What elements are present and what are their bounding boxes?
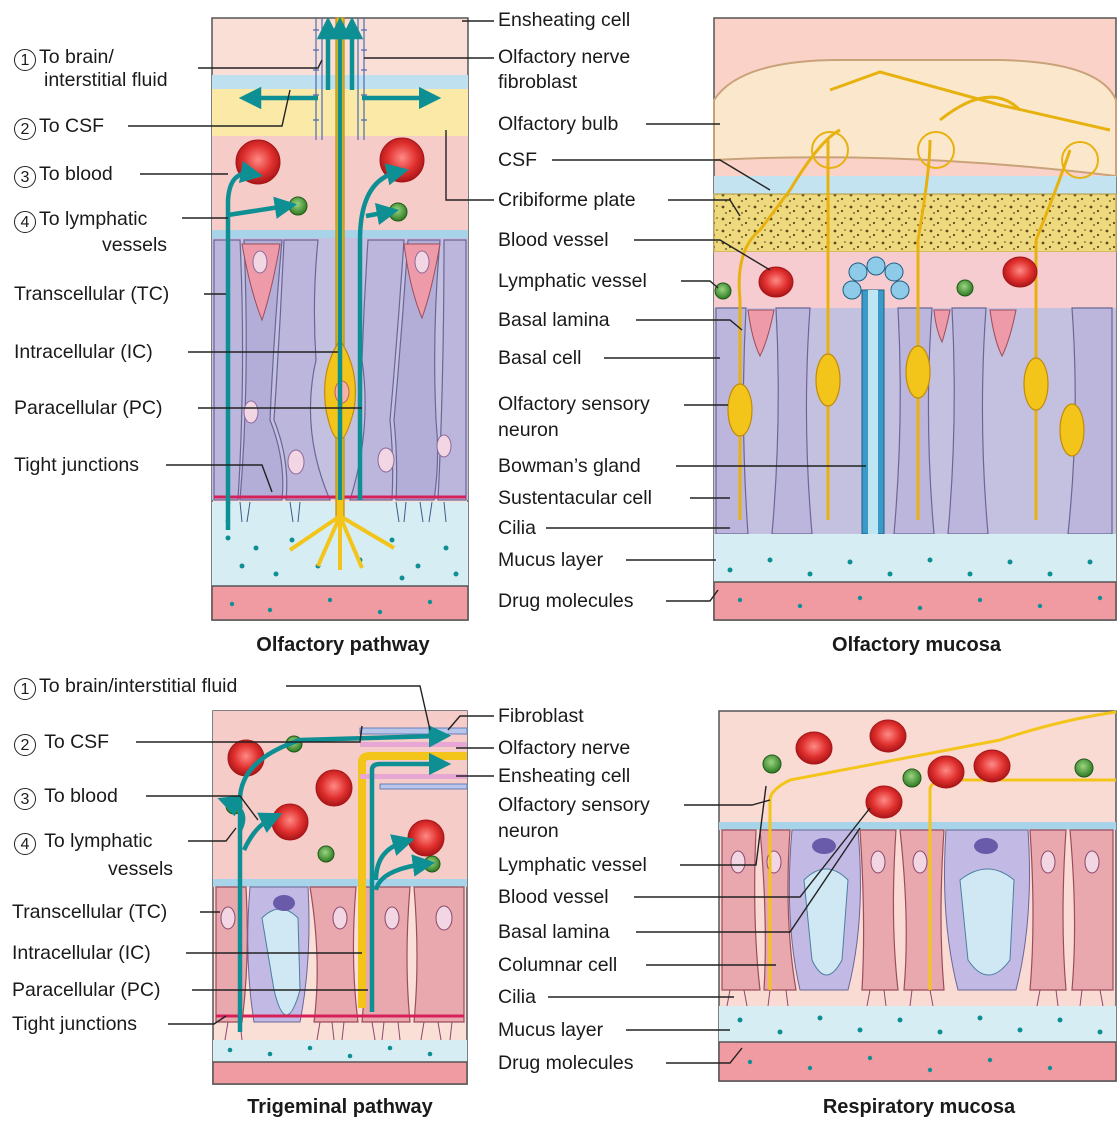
olfactory-pathway-panel	[212, 18, 468, 620]
lymphatic-vessel	[715, 283, 731, 299]
blood-vessel-label: Blood vessel	[498, 229, 609, 251]
transcellular-label: Transcellular (TC)	[14, 283, 169, 305]
olfactory-bulb-label: Olfactory bulb	[498, 113, 618, 135]
mucus-layer-label: Mucus layer	[498, 1019, 603, 1041]
route-number: 1	[14, 678, 36, 700]
olfactory-sensory-neuron-label-line2: neuron	[498, 820, 559, 842]
lymphatic-vessel-label: Lymphatic vessel	[498, 270, 647, 292]
transcellular-label: Transcellular (TC)	[12, 901, 167, 923]
olfactory-mucosa-caption: Olfactory mucosa	[714, 634, 1119, 657]
lymphatic-vessel	[957, 280, 973, 296]
route-number: 4	[14, 833, 36, 855]
route-to-lymphatic-label-line2: vessels	[102, 234, 167, 256]
drug-molecules-label: Drug molecules	[498, 1052, 633, 1074]
basal-cell-label: Basal cell	[498, 347, 581, 369]
route-number: 1	[14, 49, 36, 71]
respiratory-mucosa-caption: Respiratory mucosa	[719, 1096, 1119, 1119]
route-number: 2	[14, 118, 36, 140]
fibroblast-label: fibroblast	[498, 71, 577, 93]
bowmans-gland-label: Bowman’s gland	[498, 455, 641, 477]
fibroblast-label: Fibroblast	[498, 705, 584, 727]
lymphatic-vessel-label: Lymphatic vessel	[498, 854, 647, 876]
cilia-label: Cilia	[498, 517, 536, 539]
olfactory-sensory-neuron-label-line2: neuron	[498, 419, 559, 441]
columnar-cell-label: Columnar cell	[498, 954, 617, 976]
cilia-label: Cilia	[498, 986, 536, 1008]
trigeminal-pathway-panel	[213, 711, 467, 1084]
goblet-nucleus	[273, 895, 295, 911]
route-number: 3	[14, 788, 36, 810]
basal-lamina-label: Basal lamina	[498, 309, 610, 331]
respiratory-mucosa-panel	[719, 711, 1116, 1081]
tight-junctions-label: Tight junctions	[14, 454, 139, 476]
blood-vessel	[1003, 257, 1037, 287]
cribiforme-plate-label: Cribiforme plate	[498, 189, 636, 211]
basal-lamina-label: Basal lamina	[498, 921, 610, 943]
olfactory-sensory-neuron-label: Olfactory sensory	[498, 393, 650, 415]
route-to-brain-label-line2: interstitial fluid	[44, 69, 168, 91]
paracellular-label: Paracellular (PC)	[12, 979, 160, 1001]
lymphatic-vessel	[389, 203, 407, 221]
sustentacular-cell-label: Sustentacular cell	[498, 487, 652, 509]
csf-label: CSF	[498, 149, 537, 171]
blood-vessel-label: Blood vessel	[498, 886, 609, 908]
drug-molecules-label: Drug molecules	[498, 590, 633, 612]
route-to-csf-label: 2 To CSF	[14, 731, 109, 756]
blood-vessel	[236, 140, 280, 184]
ensheating-cell-label: Ensheating cell	[498, 9, 630, 31]
olfactory-nerve-label: Olfactory nerve	[498, 46, 630, 68]
route-number: 2	[14, 734, 36, 756]
olfactory-sensory-neuron-label: Olfactory sensory	[498, 794, 650, 816]
route-number: 3	[14, 166, 36, 188]
olfactory-pathway-caption: Olfactory pathway	[212, 634, 474, 657]
route-to-lymphatic-label: 4 To lymphatic	[14, 830, 152, 855]
blood-vessel	[759, 267, 793, 297]
route-to-blood-label: 3 To blood	[14, 785, 118, 810]
ensheating-cell-label: Ensheating cell	[498, 765, 630, 787]
intracellular-label: Intracellular (IC)	[12, 942, 151, 964]
route-number: 4	[14, 211, 36, 233]
trigeminal-pathway-caption: Trigeminal pathway	[213, 1096, 467, 1119]
olfactory-nerve-label: Olfactory nerve	[498, 737, 630, 759]
route-to-lymphatic-label-line2: vessels	[108, 858, 173, 880]
lymphatic-vessel	[289, 197, 307, 215]
intracellular-label: Intracellular (IC)	[14, 341, 153, 363]
paracellular-label: Paracellular (PC)	[14, 397, 162, 419]
olfactory-mucosa-panel	[714, 18, 1116, 620]
tight-junctions-label: Tight junctions	[12, 1013, 137, 1035]
mucus-layer-label: Mucus layer	[498, 549, 603, 571]
